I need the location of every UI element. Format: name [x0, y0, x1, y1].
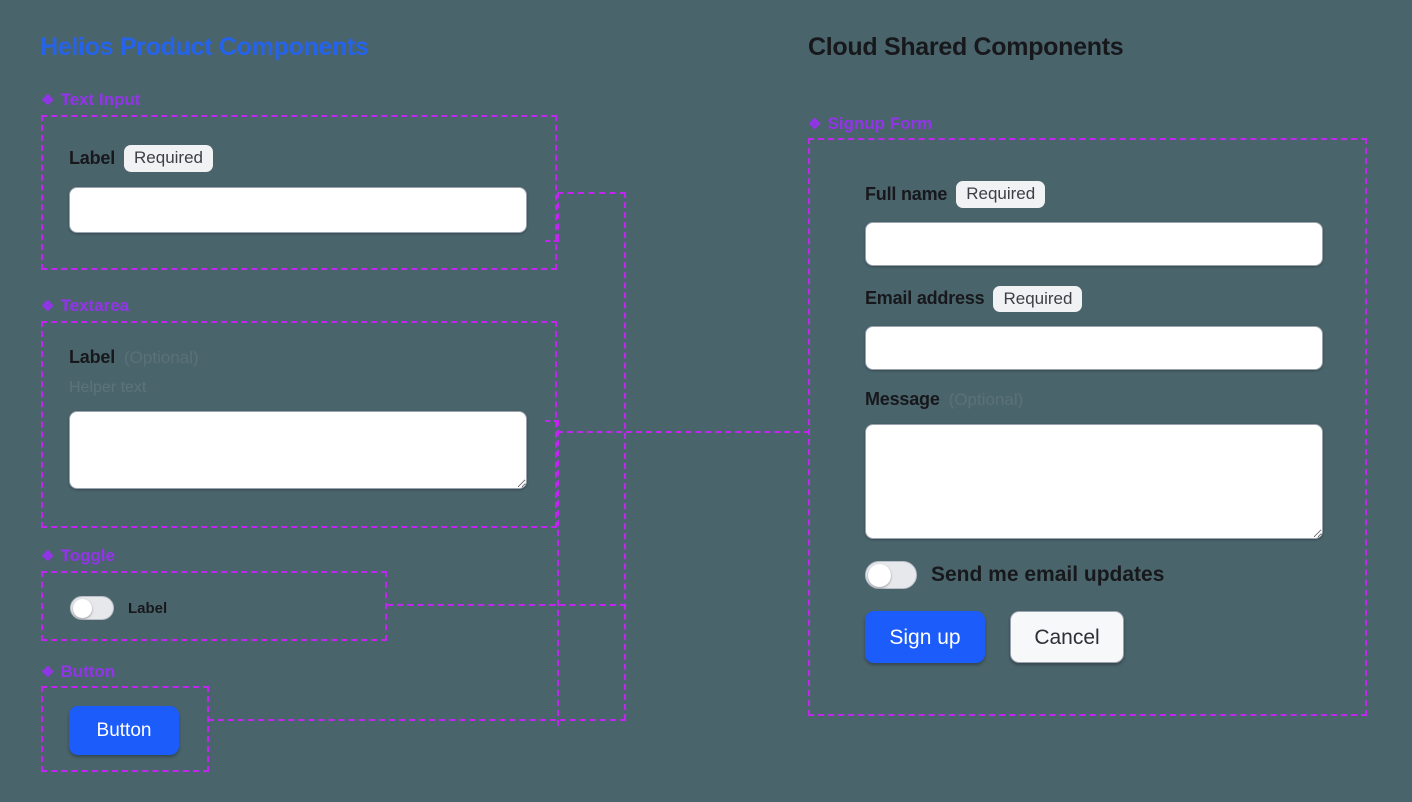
demo-button[interactable]: Button — [69, 706, 179, 755]
connector-text-input-to-trunk — [557, 192, 626, 194]
email-label-row: Email address Required — [865, 285, 1365, 313]
right-column-title: Cloud Shared Components — [808, 33, 1124, 61]
email-updates-label: Send me email updates — [931, 563, 1165, 587]
component-caption-label: Button — [60, 662, 116, 681]
diamond-icon: ❖ — [808, 115, 822, 133]
textarea-field[interactable] — [69, 411, 527, 489]
full-name-label: Full name — [865, 183, 948, 204]
component-caption-label: Signup Form — [827, 114, 933, 133]
connector-textarea-stub — [545, 420, 559, 422]
text-input-label-row: Label Required — [69, 145, 555, 172]
full-name-label-row: Full name Required — [865, 181, 1365, 208]
component-caption-toggle: ❖ Toggle — [41, 546, 115, 566]
message-label-row: Message (Optional) — [865, 389, 1365, 410]
component-frame-toggle: Label — [41, 571, 387, 641]
text-input-required-badge: Required — [124, 145, 214, 172]
email-required-badge: Required — [993, 285, 1083, 313]
component-frame-textarea: Label (Optional) Helper text — [41, 321, 557, 528]
component-caption-label: Text Input — [60, 90, 141, 109]
full-name-required-badge: Required — [956, 181, 1046, 208]
textarea-helper-text: Helper text — [69, 379, 147, 396]
textarea-optional-badge: (Optional) — [124, 347, 199, 367]
email-input[interactable] — [865, 326, 1323, 371]
email-updates-toggle-row: Send me email updates — [865, 561, 1365, 590]
diamond-icon: ❖ — [41, 297, 55, 315]
text-input-label: Label — [69, 147, 116, 168]
email-updates-toggle[interactable] — [865, 561, 917, 590]
message-label: Message — [865, 389, 940, 410]
component-caption-text-input: ❖ Text Input — [41, 90, 140, 110]
message-optional-badge: (Optional) — [948, 389, 1024, 409]
toggle-row: Label — [70, 596, 385, 620]
toggle-switch[interactable] — [70, 596, 114, 620]
connector-trunk-vertical — [624, 192, 626, 720]
component-frame-button: Button — [41, 686, 209, 772]
connector-button-to-trunk — [208, 719, 626, 721]
component-frame-text-input: Label Required — [41, 115, 557, 270]
toggle-knob — [868, 563, 891, 587]
connector-text-input-drop — [557, 192, 559, 240]
left-column-title: Helios Product Components — [40, 33, 369, 61]
sign-up-button[interactable]: Sign up — [865, 611, 985, 664]
component-caption-label: Toggle — [60, 546, 115, 565]
component-caption-textarea: ❖ Textarea — [41, 296, 129, 316]
email-label: Email address — [865, 288, 985, 309]
textarea-label-row: Label (Optional) — [69, 347, 555, 368]
form-actions: Sign up Cancel — [865, 611, 1365, 664]
textarea-label: Label — [69, 347, 116, 367]
toggle-knob — [73, 598, 92, 618]
full-name-input[interactable] — [865, 221, 1323, 266]
connector-textarea-rise — [557, 420, 559, 726]
connector-text-input-stub — [545, 240, 559, 242]
component-caption-button: ❖ Button — [41, 662, 115, 682]
cancel-button[interactable]: Cancel — [1010, 611, 1124, 664]
diamond-icon: ❖ — [41, 663, 55, 681]
component-frame-signup-form: Full name Required Email address Require… — [808, 138, 1367, 716]
diamond-icon: ❖ — [41, 91, 55, 109]
component-caption-label: Textarea — [60, 296, 130, 315]
toggle-label: Label — [128, 599, 168, 617]
text-input-field[interactable] — [69, 186, 527, 233]
message-textarea[interactable] — [865, 424, 1323, 540]
connector-trunk-to-panel — [557, 431, 810, 433]
diamond-icon: ❖ — [41, 547, 55, 565]
connector-toggle-to-trunk — [387, 604, 626, 606]
component-caption-signup-form: ❖ Signup Form — [808, 114, 932, 134]
